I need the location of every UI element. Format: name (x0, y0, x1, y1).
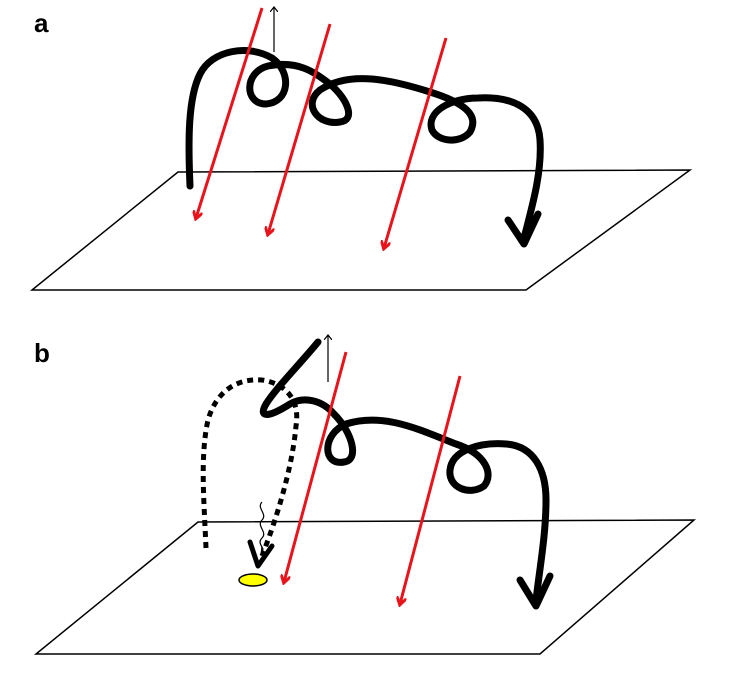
panel-a-field-line-2 (268, 23, 332, 234)
panel-a-field-line-1 (196, 7, 264, 218)
panel-a: a (29, 7, 693, 291)
wavy-arrow-icon (259, 501, 264, 552)
panel-b-field-line-2 (400, 375, 462, 604)
panel-b: b (33, 336, 697, 655)
panel-b-plane (33, 519, 697, 655)
panel-a-field-line-3 (384, 37, 448, 248)
panel-b-field-line-1 (284, 351, 348, 582)
panel-b-label: b (34, 338, 50, 368)
panel-b-flux-rope (259, 338, 550, 604)
panel-b-rope-arrowhead (516, 572, 554, 610)
panel-b-footpoint (238, 573, 268, 587)
panel-a-flux-rope (185, 47, 544, 242)
panel-a-label: a (34, 8, 49, 38)
panel-a-rope-arrowhead (504, 210, 542, 248)
panel-a-plane (29, 169, 693, 291)
panel-b-dotted-old-rope (200, 377, 300, 557)
